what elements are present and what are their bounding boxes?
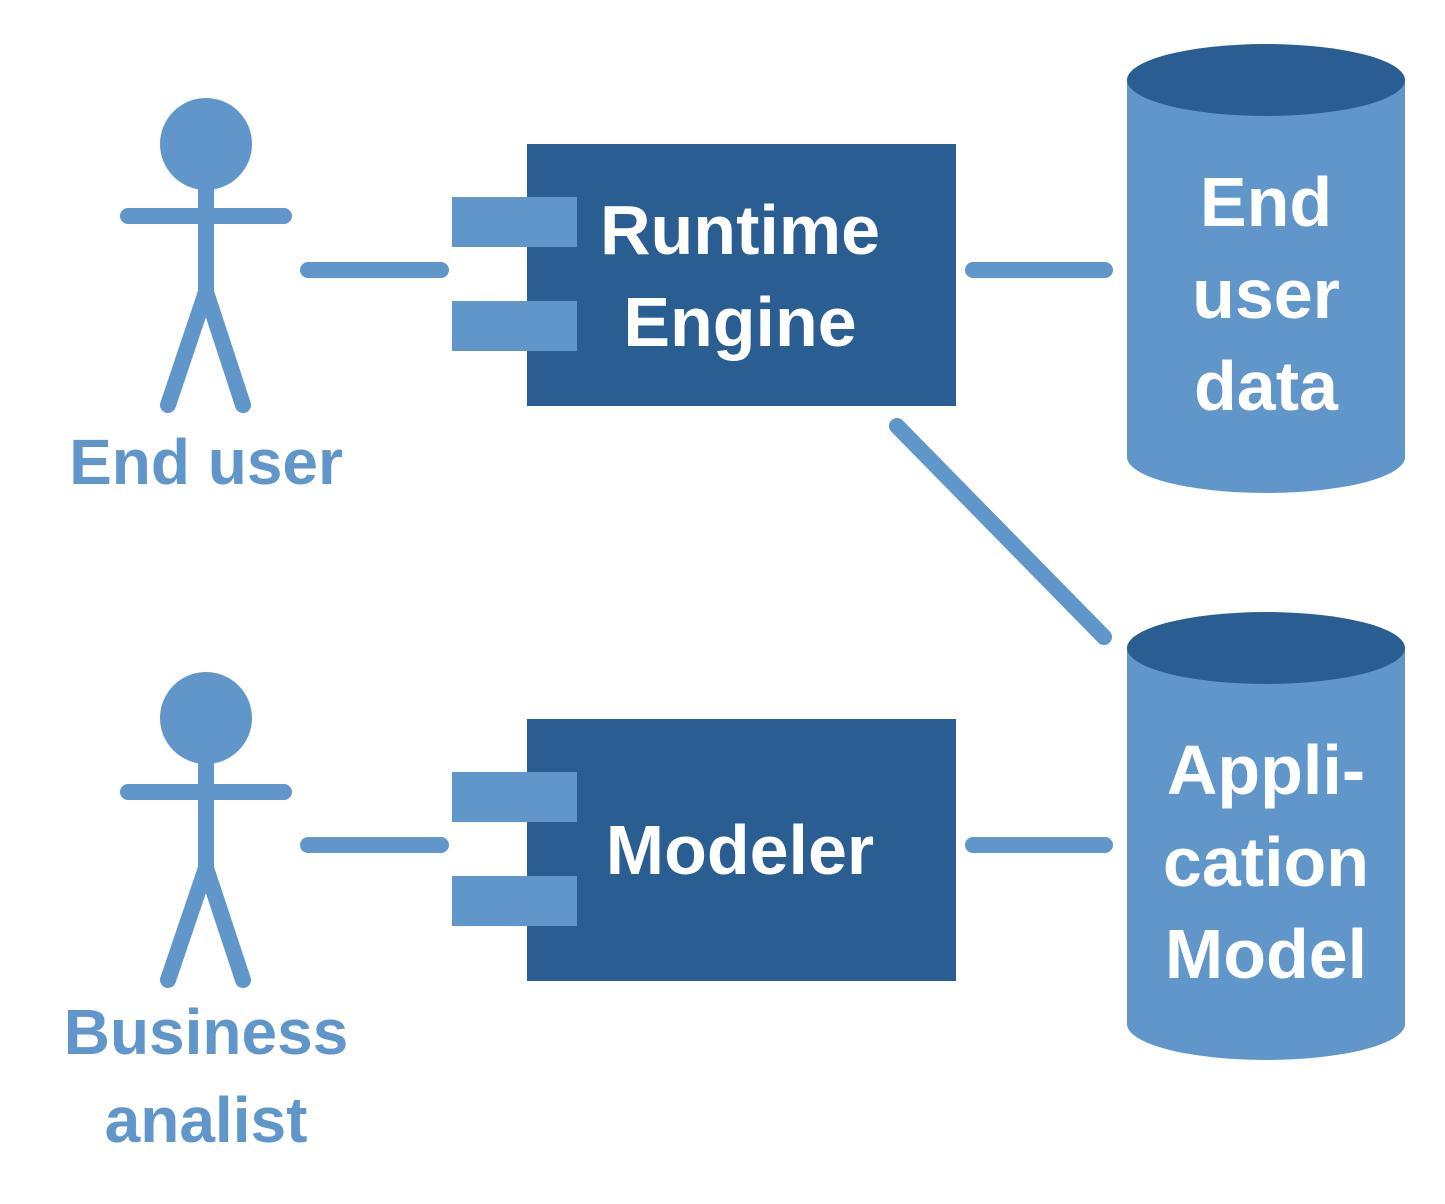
component-label-modeler: Modeler bbox=[577, 804, 903, 896]
component-modeler bbox=[527, 719, 956, 981]
label-line: End bbox=[1199, 163, 1333, 241]
actor-label-end-user: End user bbox=[26, 418, 386, 506]
database-cylinder-icon bbox=[1127, 44, 1405, 493]
component-label-runtime-engine: Runtime Engine bbox=[577, 184, 903, 368]
connector-runtime-engine-application-model bbox=[889, 418, 1112, 645]
database-application-model bbox=[1127, 648, 1405, 1060]
label-line: End user bbox=[69, 426, 343, 498]
label-line: analist bbox=[104, 1084, 308, 1156]
component-port bbox=[452, 876, 577, 926]
label-line: data bbox=[1194, 347, 1338, 425]
component-runtime-engine bbox=[527, 144, 956, 406]
label-line: Runtime bbox=[600, 191, 880, 269]
actor-label-business-analist: Business analist bbox=[26, 988, 386, 1164]
label-line: Model bbox=[1164, 915, 1368, 993]
database-cylinder-icon bbox=[1127, 612, 1405, 1060]
component-port bbox=[452, 772, 577, 822]
label-line: user bbox=[1192, 255, 1340, 333]
database-top bbox=[1127, 44, 1405, 116]
label-line: cation bbox=[1162, 823, 1370, 901]
label-line: Modeler bbox=[605, 811, 875, 889]
component-port bbox=[452, 301, 577, 351]
uml-component-icon bbox=[452, 144, 956, 406]
stick-figure-icon bbox=[120, 672, 292, 988]
database-label-end-user-data: End user data bbox=[1127, 156, 1405, 432]
label-line: Appli- bbox=[1166, 731, 1366, 809]
label-line: Engine bbox=[623, 283, 857, 361]
stick-figure-icon bbox=[120, 98, 292, 413]
database-end-user-data bbox=[1127, 80, 1405, 493]
database-label-application-model: Appli- cation Model bbox=[1127, 724, 1405, 1000]
label-line: Business bbox=[63, 996, 349, 1068]
component-port bbox=[452, 197, 577, 247]
uml-component-icon bbox=[452, 719, 956, 981]
database-top bbox=[1127, 612, 1405, 684]
